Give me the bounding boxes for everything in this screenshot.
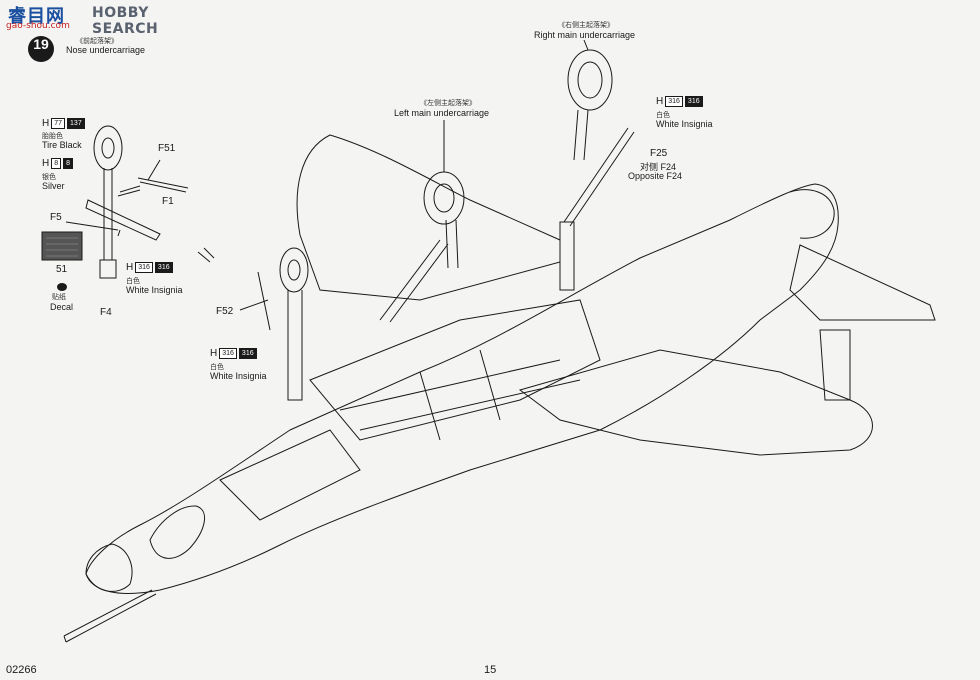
paint-cn: 胎胎色 [42,133,63,140]
step-number-badge: 19 [28,36,54,62]
decal-swatch [41,231,83,261]
vertical-fin [819,329,851,401]
part-label-opposite-cn: 对侧 F24 [640,162,677,172]
page-number: 15 [484,664,497,676]
paint-code: 316 [665,96,683,107]
paint-en: White Insignia [126,285,183,295]
step-title-cn: 《前起落架》 [76,38,118,45]
canopy-outline [149,505,205,559]
part-label-opposite-en: Opposite F24 [628,171,683,181]
fuselage-outline [85,183,839,594]
paint-letter: H [656,96,664,107]
paint-callout-white-nose: H 316 316 [126,262,173,273]
right-main-title-cn: 《右侧主起落架》 [558,22,614,29]
paint-code: 316 [135,262,153,273]
paint-callout-silver: H 8 8 [42,158,74,169]
tailplane [789,244,936,321]
right-wing [518,349,873,456]
kit-code: 02266 [6,664,37,676]
paint-cn: 银色 [42,174,56,181]
paint-code: 316 [219,348,237,359]
part-label-f51: F51 [158,143,176,154]
paint-en: Silver [42,181,65,191]
paint-letter: H [210,348,218,359]
right-main-title-en: Right main undercarriage [534,30,636,40]
decal-en: Decal [50,302,74,312]
part-label-f52: F52 [216,306,234,317]
step-title-en: Nose undercarriage [66,45,146,55]
decal-number: 51 [56,264,68,275]
watermark: 睿目网 HOBBY SEARCH gao-shou.com [4,0,174,37]
paint-letter: H [42,118,50,129]
paint-en: Tire Black [42,140,82,150]
decal-icon [57,278,67,296]
paint-callout-tire-black: H 77 137 [42,118,85,129]
paint-code-alt: 316 [684,96,703,107]
nose-link [85,199,161,241]
paint-code: 8 [51,158,62,169]
left-wing [296,134,561,301]
paint-en: White Insignia [210,371,267,381]
paint-callout-white-right: H 316 316 [656,96,703,107]
decal-cn: 贴纸 [52,294,66,301]
watermark-logo: 睿目网 [8,6,65,27]
left-main-wheel [423,171,465,225]
paint-en: White Insignia [656,119,713,129]
watermark-brand: HOBBY SEARCH [92,5,159,37]
nose-wheel [93,125,123,171]
part-label-f4: F4 [100,307,112,318]
part-label-f25: F25 [650,148,668,159]
paint-letter: H [126,262,134,273]
part-label-f1: F1 [162,196,174,207]
paint-code-alt: 8 [63,158,74,169]
engine-nozzle [789,189,835,239]
left-main-title-cn: 《左侧主起落架》 [420,100,476,107]
paint-code-alt: 316 [238,348,257,359]
gun-barrel [63,589,157,643]
right-main-wheel [567,49,613,111]
center-wheel [279,247,309,293]
part-label-f5: F5 [50,212,62,223]
paint-code: 77 [51,118,66,129]
paint-callout-white-center: H 316 316 [210,348,257,359]
paint-code-alt: 316 [154,262,173,273]
left-main-title-en: Left main undercarriage [394,108,490,118]
paint-code-alt: 137 [67,118,85,129]
paint-cn: 白色 [656,112,670,119]
paint-letter: H [42,158,50,169]
watermark-url: gao-shou.com [6,21,70,31]
nose-cone [85,543,133,592]
paint-cn: 白色 [126,278,140,285]
nose-strut [99,168,117,279]
right-main-strut [563,127,635,227]
paint-cn: 白色 [210,364,224,371]
